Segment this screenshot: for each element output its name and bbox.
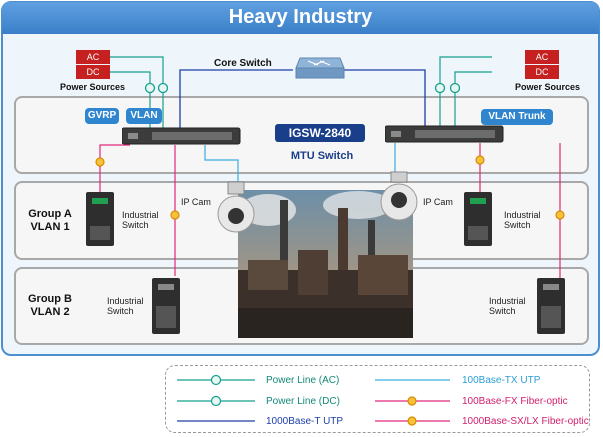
gvrp-badge: GVRP [85, 108, 119, 124]
core-switch-icon [295, 57, 345, 79]
right-dc-dot [449, 82, 461, 94]
legend-swatches [177, 374, 450, 426]
group-b-right-switch-icon [537, 278, 565, 334]
left-dc-box: DC [76, 65, 110, 79]
left-fx-dot [95, 157, 105, 167]
vlan-trunk-badge: VLAN Trunk [481, 109, 553, 125]
left-fx-line [99, 144, 130, 192]
group-b-right-switch-label: Industrial Switch [489, 296, 526, 316]
right-ac-box: AC [525, 50, 559, 64]
vlan-badge: VLAN [126, 108, 162, 124]
group-b-name: Group B [28, 293, 72, 305]
core-to-right-mtu [342, 69, 426, 128]
left-ip-cam-label: IP Cam [181, 197, 211, 207]
group-a-title: Group A VLAN 1 [22, 208, 78, 234]
legend-ac: Power Line (AC) [266, 375, 340, 386]
legend-t-utp: 1000Base-T UTP [266, 416, 344, 427]
legend-box [165, 365, 590, 433]
group-a-vlan: VLAN 1 [30, 221, 70, 233]
group-a-right-switch-icon [464, 192, 492, 246]
group-b-left-switch-icon [152, 278, 180, 334]
left-dc-dot [144, 82, 156, 94]
group-a-right-switch-label: Industrial Switch [504, 210, 541, 230]
right-power-sources-label: Power Sources [515, 82, 581, 92]
core-switch-label: Core Switch [214, 58, 272, 69]
diagram-title: Heavy Industry [228, 6, 373, 28]
industrial-photo [238, 190, 413, 338]
core-to-left-mtu [179, 69, 293, 130]
left-sxlx-dot [170, 210, 180, 220]
left-ac-box: AC [76, 50, 110, 64]
mtu-name-label: MTU Switch [290, 150, 354, 162]
right-sxlx-dot [555, 210, 565, 220]
right-ip-cam-label: IP Cam [423, 197, 453, 207]
group-a-left-switch-label: Industrial Switch [122, 210, 159, 230]
left-cam-line [204, 145, 239, 190]
legend-tx-utp: 100Base-TX UTP [462, 375, 541, 386]
left-power-sources-label: Power Sources [60, 82, 126, 92]
left-ip-cam-icon [217, 181, 255, 233]
right-dc-line [454, 71, 492, 128]
legend-fx: 100Base-FX Fiber-optic [462, 396, 568, 407]
group-a-left-switch-icon [86, 192, 114, 246]
group-b-vlan: VLAN 2 [30, 306, 70, 318]
group-b-title: Group B VLAN 2 [22, 293, 78, 319]
right-mtu-switch-icon [385, 125, 504, 143]
right-dc-box: DC [525, 65, 559, 79]
mtu-model-label: IGSW-2840 [275, 124, 365, 142]
legend-sxlx: 1000Base-SX/LX Fiber-optic [462, 416, 589, 427]
right-fx-dot [475, 155, 485, 165]
left-ac-dot [157, 82, 169, 94]
right-ac-line [439, 56, 492, 128]
right-ip-cam-icon [380, 171, 418, 221]
left-mtu-switch-icon [122, 127, 241, 145]
right-ac-dot [434, 82, 446, 94]
group-b-left-switch-label: Industrial Switch [107, 296, 144, 316]
title-bar [2, 2, 599, 34]
group-a-name: Group A [28, 208, 72, 220]
left-ac-line [110, 56, 164, 130]
legend-dc: Power Line (DC) [266, 396, 340, 407]
